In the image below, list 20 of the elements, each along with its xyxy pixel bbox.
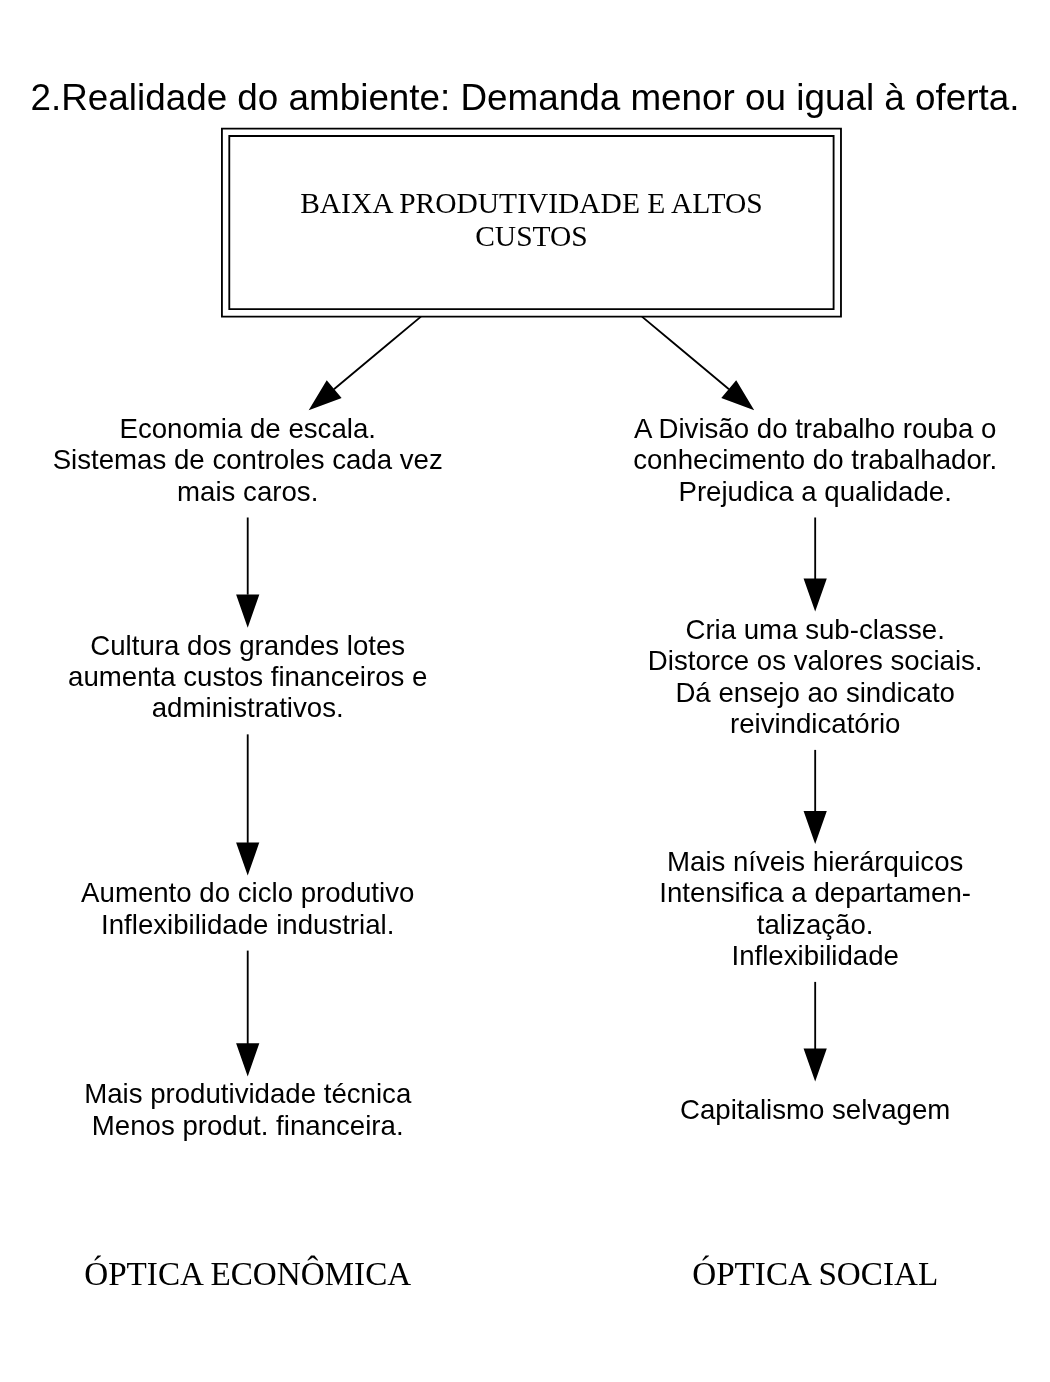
node-text: Mais produtividade técnica Menos produt. financeira. bbox=[84, 1077, 412, 1141]
node-text: Aumento do ciclo produtivo Inflexibilidade industrial. bbox=[81, 876, 415, 940]
arrow bbox=[308, 315, 422, 410]
diagram-title: 2.Realidade do ambiente: Demanda menor ou igual à oferta. bbox=[30, 76, 1020, 118]
node-text: Mais níveis hierárquicos Intensifica a departamen- talização. Inflexibilidade bbox=[659, 845, 972, 971]
arrow bbox=[236, 732, 260, 876]
label: ÓPTICA SOCIAL bbox=[692, 1254, 939, 1292]
arrow bbox=[803, 516, 827, 612]
label: ÓPTICA ECONÔMICA bbox=[84, 1254, 412, 1292]
arrow bbox=[641, 315, 755, 410]
node-text: A Divisão do trabalho rouba o conhecimento do trabalhador. Prejudica a qualidade. bbox=[633, 412, 998, 507]
arrow bbox=[236, 516, 260, 628]
arrow bbox=[236, 949, 260, 1076]
arrow bbox=[803, 980, 827, 1082]
node-text: Cultura dos grandes lotes aumenta custos financeiros e administrativos. bbox=[68, 629, 428, 723]
node-text: Capitalismo selvagem bbox=[680, 1093, 951, 1125]
arrow bbox=[803, 748, 827, 844]
node-text: Economia de escala. Sistemas de controles cada vez mais caros. bbox=[52, 412, 443, 507]
node-text: Cria uma sub-classe. Distorce os valores sociais. Dá ensejo ao sindicato reivindicatório bbox=[647, 613, 983, 739]
node-box: BAIXA PRODUTIVIDADE E ALTOS CUSTOS bbox=[221, 127, 842, 317]
